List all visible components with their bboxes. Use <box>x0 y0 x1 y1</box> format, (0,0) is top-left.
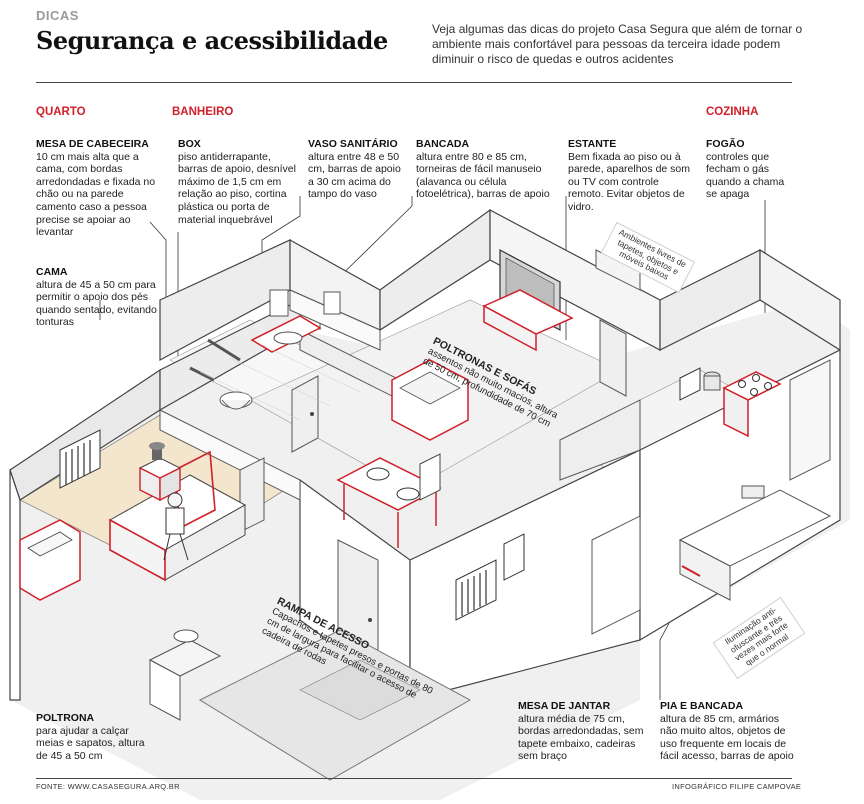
note-fogao: FOGÃO controles que fecham o gás quando … <box>706 138 786 201</box>
note-text: piso antiderrapante, barras de apoio, de… <box>178 150 296 226</box>
note-title: MESA DE JANTAR <box>518 700 611 712</box>
note-text: 10 cm mais alta que a cama, com bordas a… <box>36 150 156 239</box>
kicker: DICAS <box>36 8 79 23</box>
stove <box>703 371 782 438</box>
note-pia-bancada: PIA E BANCADA altura de 85 cm, armários … <box>660 700 796 763</box>
note-title: VASO SANITÁRIO <box>308 138 398 150</box>
page-title: Segurança e acessibilidade <box>36 26 388 55</box>
room-label-banheiro: BANHEIRO <box>172 106 234 118</box>
dining-table <box>336 453 442 548</box>
note-title: ESTANTE <box>568 138 617 150</box>
author-credit: INFOGRÁFICO FILIPE CAMPOVAE <box>672 782 802 791</box>
note-mesa-jantar: MESA DE JANTAR altura média de 75 cm, bo… <box>518 700 644 763</box>
elderly-person <box>163 492 189 561</box>
note-text: para ajudar a calçar meias e sapatos, al… <box>36 724 145 762</box>
note-poltrona: POLTRONA para ajudar a calçar meias e sa… <box>36 712 156 762</box>
header-divider <box>36 82 792 83</box>
note-text: controles que fecham o gás quando a cham… <box>706 150 785 201</box>
nightstand <box>138 442 182 502</box>
note-box: BOX piso antiderrapante, barras de apoio… <box>178 138 296 226</box>
tv-stand <box>482 249 574 352</box>
note-text: altura entre 80 e 85 cm, torneiras de fá… <box>416 150 550 201</box>
note-mesa-cabeceira: MESA DE CABECEIRA 10 cm mais alta que a … <box>36 138 166 239</box>
doormat <box>299 659 421 721</box>
note-title: BANCADA <box>416 138 470 150</box>
note-title: POLTRONA <box>36 712 95 724</box>
kitchen-counter <box>678 485 832 601</box>
note-text: altura de 45 a 50 cm para permitir o apo… <box>36 278 157 329</box>
footer-divider <box>36 778 792 779</box>
note-title: PIA E BANCADA <box>660 700 744 712</box>
note-title: FOGÃO <box>706 138 745 150</box>
note-estante: ESTANTE Bem fixada ao piso ou à parede, … <box>568 138 692 214</box>
note-text: Bem fixada ao piso ou à parede, aparelho… <box>568 150 690 213</box>
room-label-cozinha: COZINHA <box>706 106 759 118</box>
note-text: altura de 85 cm, armários não muito alto… <box>660 712 794 763</box>
note-vaso: VASO SANITÁRIO altura entre 48 e 50 cm, … <box>308 138 406 201</box>
note-title: BOX <box>178 138 201 150</box>
bathroom-fixtures <box>189 289 341 410</box>
note-cama: CAMA altura de 45 a 50 cm para permitir … <box>36 266 160 329</box>
source-credit: FONTE: WWW.CASASEGURA.ARQ.BR <box>36 782 180 791</box>
note-bancada: BANCADA altura entre 80 e 85 cm, torneir… <box>416 138 558 201</box>
note-title: MESA DE CABECEIRA <box>36 138 149 150</box>
intro-text: Veja algumas das dicas do projeto Casa S… <box>432 22 803 66</box>
sofa <box>391 359 469 441</box>
room-label-quarto: QUARTO <box>36 106 86 118</box>
note-text: altura média de 75 cm, bordas arredondad… <box>518 712 644 763</box>
bedroom-armchair <box>19 519 81 601</box>
note-title: CAMA <box>36 266 68 278</box>
note-text: altura entre 48 e 50 cm, barras de apoio… <box>308 150 401 201</box>
